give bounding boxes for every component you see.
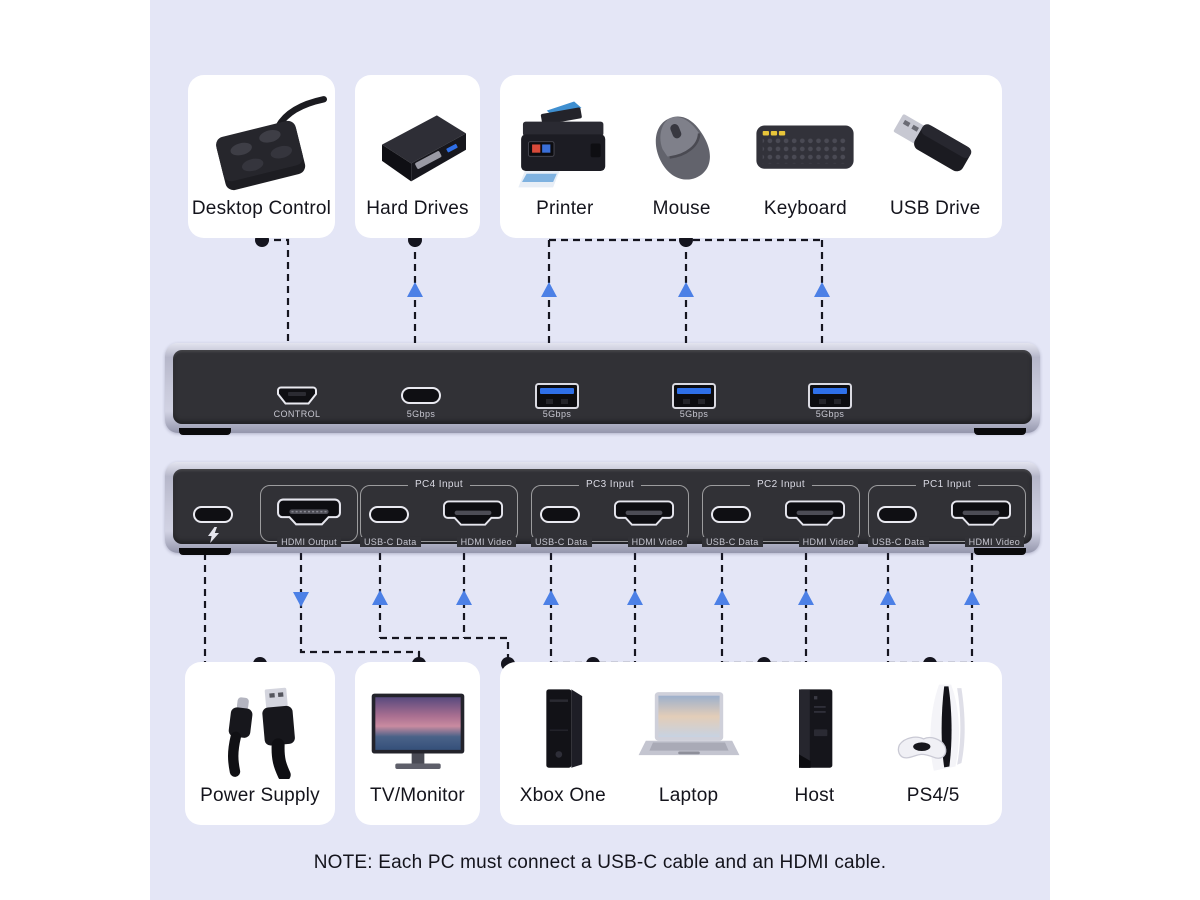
desktop-control-label: Desktop Control [191, 198, 332, 219]
usb-a-port [672, 383, 716, 409]
printer-label: Printer [536, 198, 594, 219]
lightning-bolt-icon [208, 527, 219, 543]
mini-usb-port [277, 386, 317, 405]
device-foot [974, 428, 1026, 435]
pc3-input-group: PC3 Input USB-C Data HDMI Video [531, 479, 689, 547]
laptop-image [638, 692, 739, 756]
usb-c-port [401, 387, 441, 404]
device-foot [179, 548, 231, 555]
pc2-usb-label: USB-C Data [702, 537, 763, 547]
pc-item-ps: PS4/5 [877, 679, 989, 807]
pc4-usb-label: USB-C Data [360, 537, 421, 547]
pc-item-host: Host [764, 679, 864, 807]
desktop-control-card: Desktop Control [188, 75, 335, 238]
usb-a-port [535, 383, 579, 409]
pc1-hdmi-label: HDMI Video [964, 537, 1024, 547]
usb-c-port-label: 5Gbps [406, 409, 436, 419]
usb-drive-label: USB Drive [889, 198, 981, 219]
peripheral-item-usb-drive: USB Drive [877, 96, 993, 220]
peripheral-item-printer: Printer [509, 96, 621, 220]
usb-a-port-label: 5Gbps [542, 409, 572, 419]
pc3-hdmi-port [614, 500, 674, 526]
tv-monitor-card: TV/Monitor [355, 662, 480, 825]
hdmi-output-label: HDMI Output [277, 537, 341, 547]
power-usb-c-port [193, 506, 233, 523]
keyboard-label: Keyboard [763, 198, 847, 219]
hard-drives-card: Hard Drives [355, 75, 480, 238]
power-supply-label: Power Supply [200, 785, 320, 806]
switch-back-face: HDMI Output PC4 Input USB-C Data HDMI Vi… [173, 469, 1032, 547]
pc2-usb-c-port [711, 506, 751, 523]
ps4-5-label: PS4/5 [906, 785, 960, 806]
switch-front-face: CONTROL 5Gbps 5Gbps 5Gbps [173, 350, 1032, 424]
pc4-usb-c-port [369, 506, 409, 523]
host-tower-image [799, 689, 833, 768]
switch-back-panel: HDMI Output PC4 Input USB-C Data HDMI Vi… [165, 462, 1040, 555]
usb-a-port [808, 383, 852, 409]
power-supply-image [228, 687, 295, 779]
peripheral-item-keyboard: Keyboard [742, 96, 868, 220]
device-foot [179, 428, 231, 435]
hard-drives-label: Hard Drives [366, 198, 469, 219]
pc4-hdmi-label: HDMI Video [456, 537, 516, 547]
host-label: Host [794, 785, 835, 806]
pc4-hdmi-port [442, 500, 503, 526]
pc-item-laptop: Laptop [626, 679, 752, 807]
xbox-one-image [546, 689, 582, 768]
control-port-label: CONTROL [273, 409, 321, 419]
pc2-hdmi-label: HDMI Video [798, 537, 858, 547]
pc3-usb-label: USB-C Data [531, 537, 592, 547]
tv-monitor-label: TV/Monitor [370, 785, 465, 806]
pc-item-xbox: Xbox One [513, 679, 613, 807]
usb-a-port-label: 5Gbps [815, 409, 845, 419]
power-supply-card: Power Supply [185, 662, 335, 825]
pc3-input-title: PC3 Input [578, 479, 642, 490]
pc1-usb-c-port [877, 506, 917, 523]
keyboard-image [756, 125, 854, 169]
pc2-input-title: PC2 Input [749, 479, 813, 490]
hdmi-output-port [277, 498, 341, 526]
usb-peripherals-card: Printer Mouse [500, 75, 1002, 238]
pc2-hdmi-port [785, 500, 845, 526]
usb-a-port-label: 5Gbps [679, 409, 709, 419]
laptop-label: Laptop [658, 785, 719, 806]
pc1-input-group: PC1 Input USB-C Data HDMI Video [868, 479, 1026, 547]
pc3-hdmi-label: HDMI Video [627, 537, 687, 547]
printer-image [518, 101, 606, 188]
ps4-5-image [897, 684, 965, 771]
usb-drive-image [894, 114, 972, 172]
desktop-control-image [215, 96, 327, 191]
tv-monitor-image [371, 693, 464, 769]
xbox-one-label: Xbox One [519, 785, 606, 806]
pc3-usb-c-port [540, 506, 580, 523]
hard-drives-image [381, 115, 466, 182]
hdmi-output-group: HDMI Output [260, 485, 358, 547]
mouse-image [655, 116, 710, 180]
mouse-label: Mouse [652, 198, 711, 219]
pc1-input-title: PC1 Input [915, 479, 979, 490]
pc4-input-group: PC4 Input USB-C Data HDMI Video [360, 479, 518, 547]
device-foot [974, 548, 1026, 555]
pc1-hdmi-port [951, 500, 1011, 526]
note-text: NOTE: Each PC must connect a USB-C cable… [313, 852, 887, 873]
pc1-usb-label: USB-C Data [868, 537, 929, 547]
switch-front-panel: CONTROL 5Gbps 5Gbps 5Gbps [165, 343, 1040, 435]
pc2-input-group: PC2 Input USB-C Data HDMI Video [702, 479, 860, 547]
pc-devices-card: Xbox One Laptop [500, 662, 1002, 825]
pc4-input-title: PC4 Input [407, 479, 471, 490]
peripheral-item-mouse: Mouse [630, 96, 734, 220]
